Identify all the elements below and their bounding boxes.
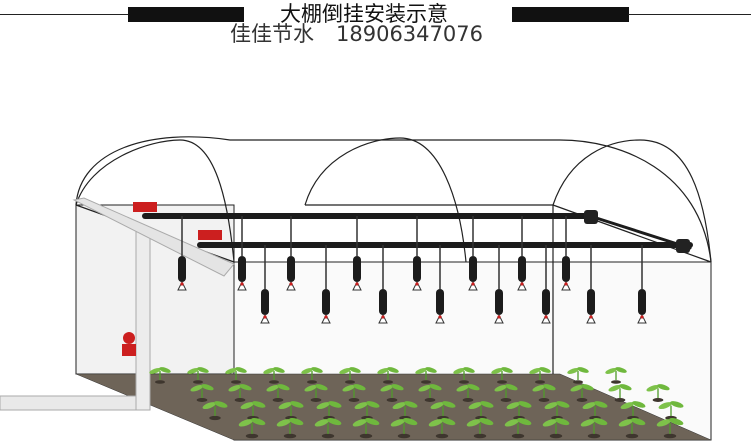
seedling-icon bbox=[352, 418, 380, 439]
seedling-icon bbox=[225, 367, 247, 384]
sprinkler-icon bbox=[435, 245, 445, 324]
header-rule-left bbox=[0, 14, 130, 15]
diagram-title: 大棚倒挂安装示意 bbox=[280, 2, 448, 26]
seedling-icon bbox=[468, 401, 494, 421]
header-bar-right bbox=[512, 7, 629, 22]
valve-icon bbox=[122, 332, 136, 356]
seedling-icon bbox=[506, 401, 532, 421]
seedling-icon bbox=[570, 384, 594, 402]
seedling-icon bbox=[608, 384, 632, 402]
seedling-icon bbox=[466, 418, 494, 439]
seedling-icon bbox=[190, 384, 214, 402]
seedling-icon bbox=[380, 384, 404, 402]
sprinkler-icon bbox=[412, 216, 422, 291]
seedling-icon bbox=[532, 384, 556, 402]
seedling-icon bbox=[542, 418, 570, 439]
seedling-icon bbox=[428, 418, 456, 439]
seedling-icon bbox=[339, 367, 361, 384]
end-caps bbox=[584, 210, 690, 253]
seedling-icon bbox=[228, 384, 252, 402]
seedling-icon bbox=[149, 367, 171, 384]
lateral-pipes bbox=[142, 213, 693, 250]
sprinkler-icon bbox=[321, 245, 331, 324]
seedling-icon bbox=[278, 401, 304, 421]
sprinkler-icon bbox=[494, 245, 504, 324]
sprinkler-icon bbox=[177, 216, 187, 291]
seedling-icon bbox=[187, 367, 209, 384]
sprinkler-icon bbox=[260, 245, 270, 324]
seedling-icon bbox=[456, 384, 480, 402]
seedling-icon bbox=[656, 418, 684, 439]
seedling-rows bbox=[149, 367, 684, 439]
sprinkler-icon bbox=[237, 216, 247, 291]
header-rule-right bbox=[628, 14, 751, 15]
seedling-icon bbox=[618, 418, 646, 439]
seedling-icon bbox=[377, 367, 399, 384]
seedling-icon bbox=[658, 401, 684, 421]
seedling-icon bbox=[580, 418, 608, 439]
sprinkler-icon bbox=[586, 245, 596, 324]
lateral-couplers bbox=[133, 202, 222, 240]
seedling-icon bbox=[453, 367, 475, 384]
seedling-icon bbox=[529, 367, 551, 384]
seedling-icon bbox=[582, 401, 608, 421]
sprinkler-icon bbox=[541, 245, 551, 324]
sprinkler-drops bbox=[177, 216, 647, 324]
phone-number: 18906347076 bbox=[336, 22, 483, 46]
sprinkler-icon bbox=[468, 216, 478, 291]
header-bar-left bbox=[128, 7, 244, 22]
sprinkler-icon bbox=[561, 216, 571, 291]
seedling-icon bbox=[646, 384, 670, 402]
brand-name: 佳佳节水 bbox=[230, 22, 314, 46]
seedling-icon bbox=[620, 401, 646, 421]
contact-line: 佳佳节水 18906347076 bbox=[230, 20, 483, 48]
main-supply-pipe bbox=[0, 197, 235, 411]
seedling-icon bbox=[202, 401, 228, 421]
seedling-icon bbox=[276, 418, 304, 439]
sprinkler-icon bbox=[286, 216, 296, 291]
seedling-icon bbox=[418, 384, 442, 402]
seedling-icon bbox=[605, 367, 627, 384]
seedling-icon bbox=[266, 384, 290, 402]
seedling-icon bbox=[304, 384, 328, 402]
sprinkler-icon bbox=[352, 216, 362, 291]
seedling-icon bbox=[238, 418, 266, 439]
seedling-icon bbox=[567, 367, 589, 384]
seedling-icon bbox=[263, 367, 285, 384]
diagram-header: 大棚倒挂安装示意 佳佳节水 18906347076 bbox=[0, 0, 751, 60]
sprinkler-icon bbox=[378, 245, 388, 324]
seedling-icon bbox=[415, 367, 437, 384]
seedling-icon bbox=[314, 418, 342, 439]
seedling-icon bbox=[494, 384, 518, 402]
seedling-icon bbox=[342, 384, 366, 402]
seedling-icon bbox=[316, 401, 342, 421]
seedling-icon bbox=[504, 418, 532, 439]
sprinkler-icon bbox=[637, 245, 647, 324]
seedling-icon bbox=[491, 367, 513, 384]
seedling-icon bbox=[390, 418, 418, 439]
seedling-icon bbox=[301, 367, 323, 384]
sprinkler-icon bbox=[517, 216, 527, 291]
